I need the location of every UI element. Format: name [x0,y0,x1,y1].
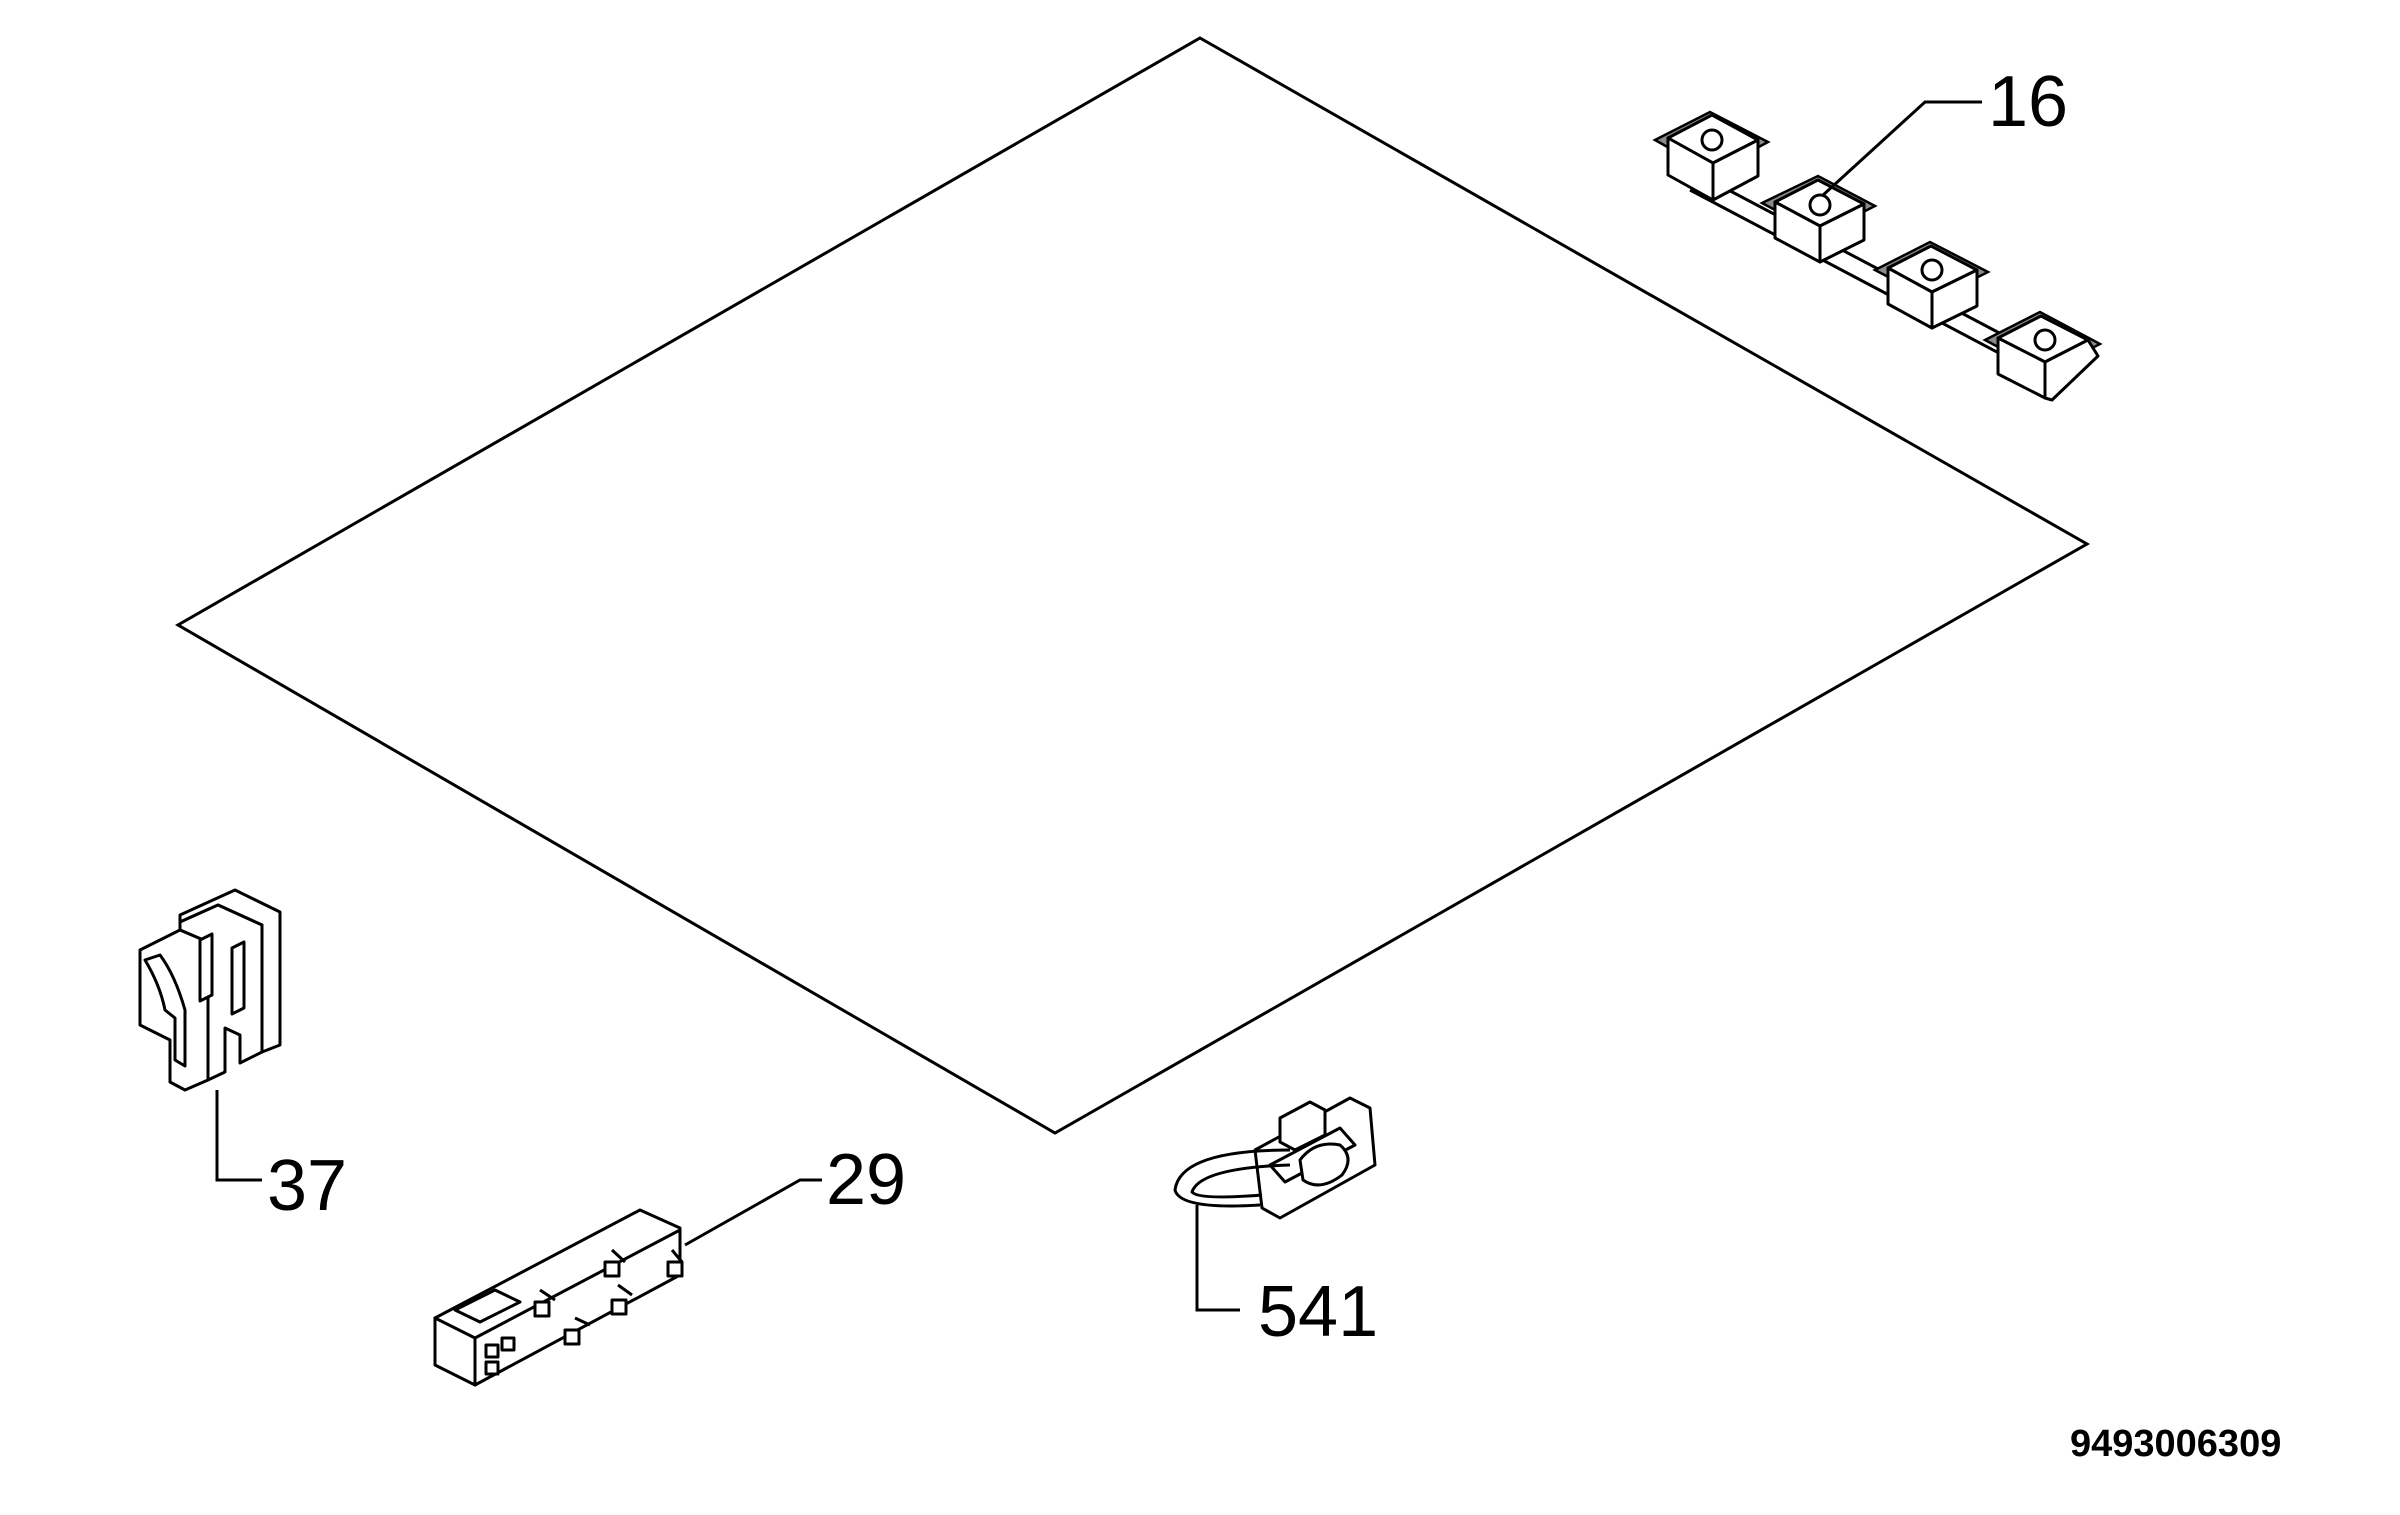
callout-541: 541 [1258,1272,1378,1352]
part-29-ignition-module [433,1178,822,1387]
glass-panel-outline [174,36,2091,1135]
part-37-clip-bracket [138,888,282,1182]
part-16-rail-assembly [1652,100,2103,402]
part-541-switch [1173,1096,1377,1312]
drawing-reference-number: 9493006309 [2070,1423,2281,1465]
callout-29: 29 [826,1140,906,1220]
callout-37: 37 [267,1146,347,1226]
callout-16: 16 [1988,62,2068,142]
